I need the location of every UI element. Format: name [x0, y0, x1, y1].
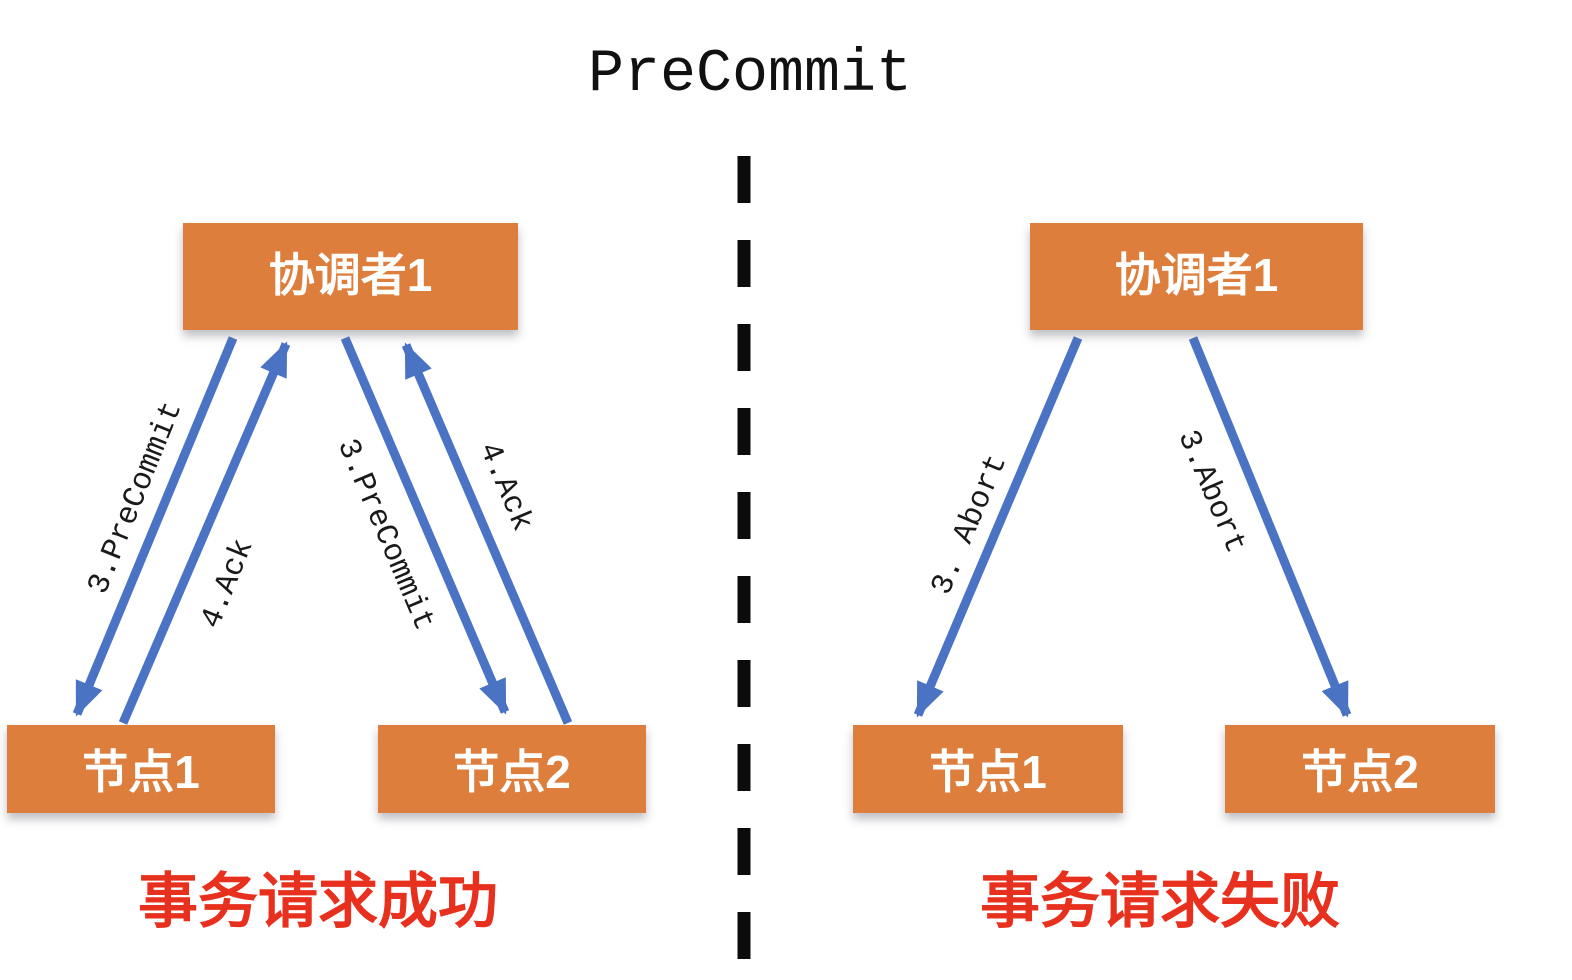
- arrow-ack-from-node1: [118, 341, 291, 725]
- coordinator-box-right: 协调者1: [1030, 223, 1363, 330]
- arrow-ack-from-node2: [401, 342, 573, 725]
- node2-box-left: 节点2: [378, 725, 646, 813]
- caption-transaction-failure: 事务请求失败: [980, 869, 1340, 935]
- caption-transaction-success: 事务请求成功: [138, 869, 498, 935]
- node2-box-right: 节点2: [1225, 725, 1495, 813]
- node1-box-left: 节点1: [7, 725, 275, 813]
- node1-box-left-label: 节点1: [82, 746, 200, 798]
- arrow-abort-to-node2: [1188, 336, 1352, 718]
- arrow-precommit-to-node2: [340, 336, 510, 715]
- coordinator-box-left-label: 协调者1: [268, 248, 433, 301]
- node1-box-right-label: 节点1: [929, 746, 1047, 798]
- node1-box-right: 节点1: [853, 725, 1123, 813]
- coordinator-box-left: 协调者1: [183, 223, 518, 330]
- node2-box-right-label: 节点2: [1301, 746, 1419, 798]
- diagram-title: PreCommit: [587, 41, 913, 109]
- arrow-abort-to-node1: [913, 336, 1083, 718]
- coordinator-box-right-label: 协调者1: [1114, 248, 1279, 301]
- arrow-precommit-to-node1: [72, 336, 238, 717]
- node2-box-left-label: 节点2: [453, 746, 571, 798]
